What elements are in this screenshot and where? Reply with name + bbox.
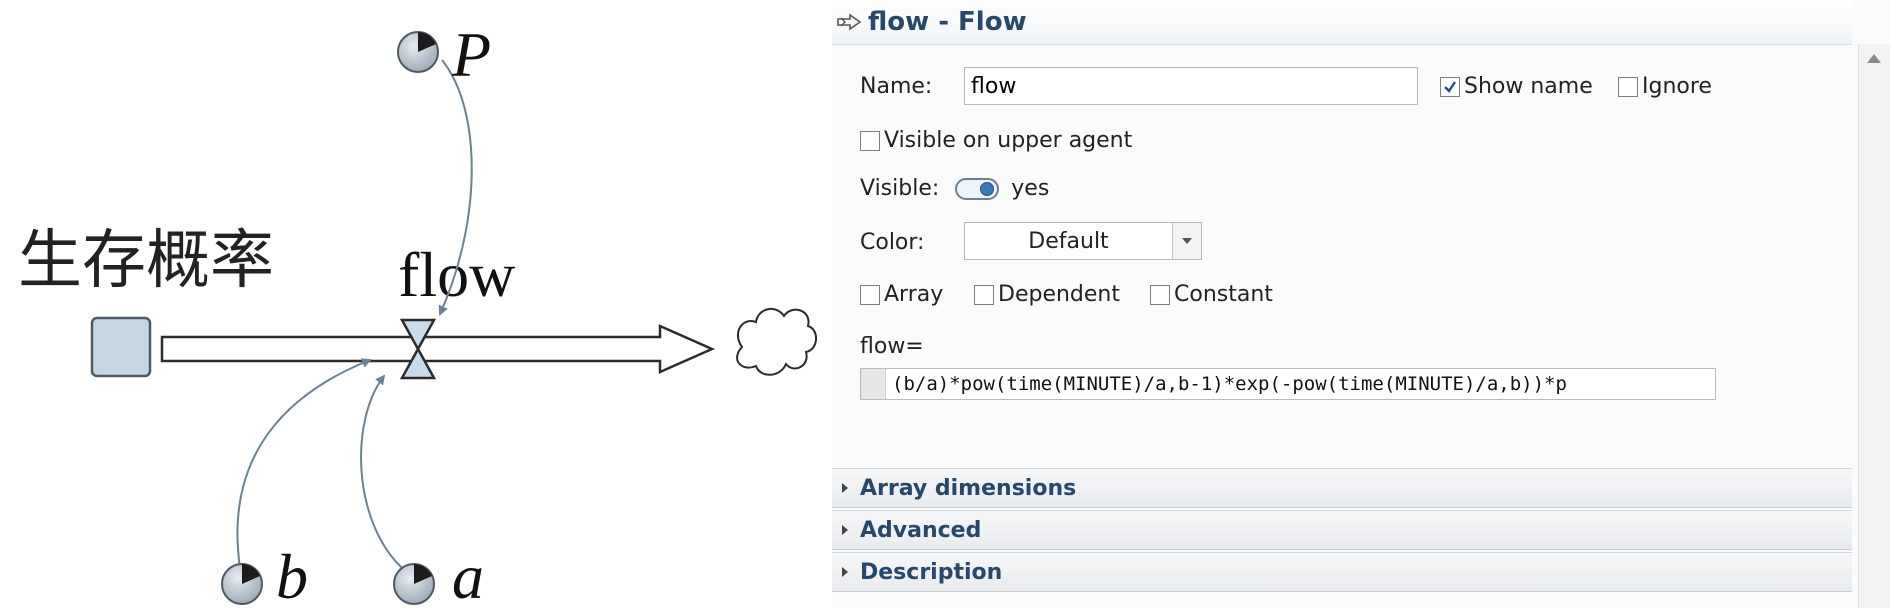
parameter-b-label: b bbox=[276, 541, 308, 608]
scroll-up-icon[interactable] bbox=[1867, 54, 1881, 63]
array-checkbox[interactable] bbox=[860, 284, 880, 305]
section-label: Array dimensions bbox=[860, 475, 1077, 501]
show-name-checkbox[interactable] bbox=[1440, 76, 1460, 97]
section-label: Advanced bbox=[860, 517, 982, 543]
section-label: Description bbox=[860, 559, 1003, 585]
parameter-a-label: a bbox=[452, 541, 484, 608]
toggle-knob-icon bbox=[980, 181, 995, 196]
visible-upper-agent-checkbox[interactable] bbox=[860, 130, 880, 151]
formula-gutter bbox=[861, 369, 886, 399]
formula-label: flow= bbox=[860, 334, 924, 359]
visible-value: yes bbox=[1011, 176, 1050, 201]
properties-panel: flow - Flow Name: flow Show name Ignore … bbox=[832, 0, 1890, 608]
link-a-to-flow bbox=[360, 374, 403, 569]
expand-arrow-icon bbox=[842, 483, 848, 493]
parameter-p[interactable] bbox=[397, 31, 439, 73]
link-p-to-flow bbox=[438, 59, 473, 316]
section-array-dimensions[interactable]: Array dimensions bbox=[832, 468, 1852, 508]
stock-box[interactable] bbox=[90, 316, 152, 378]
color-label: Color: bbox=[860, 230, 925, 255]
flow-label: flow bbox=[398, 239, 515, 310]
panel-header: flow - Flow bbox=[832, 0, 1852, 45]
section-description[interactable]: Description bbox=[832, 552, 1852, 592]
ignore-checkbox[interactable] bbox=[1618, 76, 1638, 97]
parameter-p-label: P bbox=[451, 19, 491, 90]
dependent-checkbox[interactable] bbox=[974, 284, 994, 305]
show-name-label: Show name bbox=[1464, 74, 1593, 99]
flow-icon bbox=[837, 13, 862, 31]
visible-label: Visible: bbox=[860, 176, 940, 201]
vertical-scrollbar[interactable] bbox=[1858, 44, 1890, 608]
color-select-value: Default bbox=[1028, 228, 1109, 254]
name-field-value: flow bbox=[971, 73, 1017, 99]
cloud-sink-icon bbox=[736, 307, 817, 376]
dependent-label: Dependent bbox=[998, 282, 1120, 307]
link-b-to-flow bbox=[236, 358, 372, 569]
stock-flow-diagram: 生存概率 flow P b a bbox=[18, 19, 817, 608]
parameter-a[interactable] bbox=[393, 563, 435, 605]
ignore-label: Ignore bbox=[1642, 74, 1712, 99]
constant-checkbox[interactable] bbox=[1150, 284, 1170, 305]
expand-arrow-icon bbox=[842, 567, 848, 577]
name-label: Name: bbox=[860, 74, 933, 99]
array-label: Array bbox=[884, 282, 944, 307]
visible-upper-agent-label: Visible on upper agent bbox=[884, 128, 1133, 153]
formula-text: (b/a)*pow(time(MINUTE)/a,b-1)*exp(-pow(t… bbox=[892, 373, 1567, 395]
color-select[interactable]: Default bbox=[964, 222, 1202, 260]
chevron-down-icon[interactable] bbox=[1172, 223, 1201, 259]
stock-label: 生存概率 bbox=[18, 224, 274, 298]
formula-field[interactable]: (b/a)*pow(time(MINUTE)/a,b-1)*exp(-pow(t… bbox=[860, 368, 1716, 400]
panel-title: flow - Flow bbox=[868, 7, 1027, 37]
constant-label: Constant bbox=[1174, 282, 1273, 307]
flow-pipe[interactable] bbox=[160, 324, 716, 374]
section-advanced[interactable]: Advanced bbox=[832, 510, 1852, 550]
visible-toggle[interactable] bbox=[955, 177, 1000, 200]
flow-valve[interactable] bbox=[399, 318, 437, 380]
checkmark-icon bbox=[1444, 80, 1456, 93]
parameter-b[interactable] bbox=[221, 563, 263, 605]
expand-arrow-icon bbox=[842, 525, 848, 535]
name-field[interactable]: flow bbox=[964, 67, 1418, 105]
